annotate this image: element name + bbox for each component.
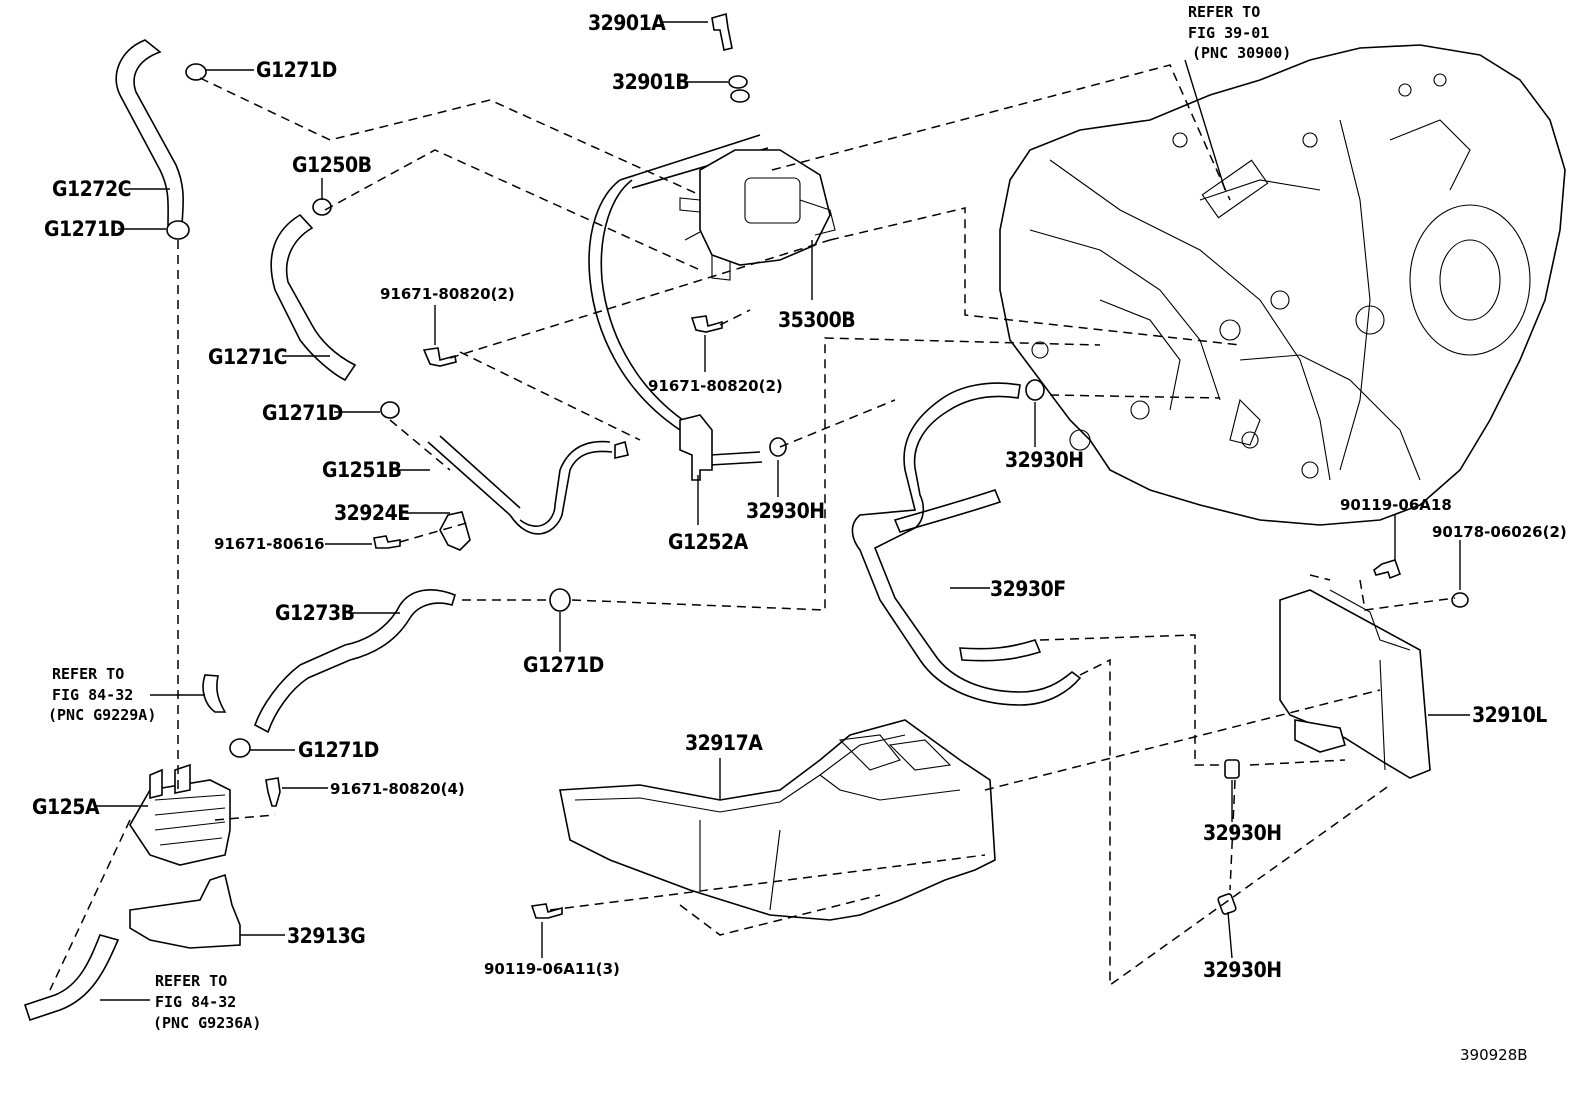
- bolt-90119-06A11: [530, 903, 563, 919]
- hose-g125a-left: [202, 674, 227, 713]
- label-G1273B: G1273B: [275, 601, 355, 625]
- clamp-32930h-1: [1025, 379, 1045, 401]
- clamp-g1271d-4: [549, 588, 571, 612]
- label-32930H-2: 32930H: [746, 499, 825, 523]
- ref-top-right-line3: (PNC 30900): [1192, 44, 1291, 62]
- ref-left-mid-line2: FIG 84-32: [52, 686, 133, 704]
- label-32930H-4: 32930H: [1203, 958, 1282, 982]
- label-90178-06026-2: 90178-06026(2): [1432, 523, 1567, 541]
- bolt-91671-80616: [373, 535, 401, 549]
- clamp-32930h-4: [1217, 893, 1237, 915]
- bolt-91671-80820-b: [690, 315, 723, 333]
- tube-g1252a-right: [709, 451, 763, 466]
- label-G1252A: G1252A: [668, 530, 749, 554]
- nut-90178-06026: [1451, 592, 1469, 608]
- clip-32924e: [439, 511, 471, 551]
- clamp-g1271d-1: [185, 63, 207, 81]
- label-G1251B: G1251B: [322, 458, 402, 482]
- bolt-90119-06A18: [1373, 559, 1402, 580]
- label-32910L: 32910L: [1472, 703, 1547, 727]
- air-duct-32917a: [559, 719, 996, 921]
- tube-g1251b: [427, 435, 521, 516]
- ref-left-bottom-line3: (PNC G9236A): [153, 1014, 261, 1032]
- label-G1272C: G1272C: [52, 177, 131, 201]
- label-32913G: 32913G: [287, 924, 365, 948]
- guard-32910l: [1279, 589, 1431, 779]
- clamp-g1271d-5: [229, 738, 251, 758]
- label-90119-06A18: 90119-06A18: [1340, 496, 1452, 514]
- label-90119-06A11-3: 90119-06A11(3): [484, 960, 620, 978]
- ref-top-right-line1: REFER TO: [1188, 3, 1260, 21]
- label-32917A: 32917A: [685, 731, 763, 755]
- hose-g1273b: [254, 589, 456, 734]
- label-91671-80616: 91671-80616: [214, 535, 325, 553]
- washer-32901b: [728, 75, 750, 103]
- transaxle-assembly: [999, 44, 1566, 526]
- label-35300B: 35300B: [778, 308, 855, 332]
- label-91671-80820-2a: 91671-80820(2): [380, 285, 515, 303]
- clamp-32930h-3: [1224, 759, 1240, 779]
- label-32901A: 32901A: [588, 11, 666, 35]
- clamp-g1250b: [312, 198, 332, 216]
- label-G1271D-4: G1271D: [523, 653, 604, 677]
- bolt-32901a: [711, 12, 733, 51]
- label-G1271D-1: G1271D: [256, 58, 337, 82]
- clamp-32930h-2: [769, 437, 787, 457]
- bracket-32913g: [129, 873, 241, 949]
- ref-left-bottom-line2: FIG 84-32: [155, 993, 236, 1011]
- ref-top-right-line2: FIG 39-01: [1188, 24, 1269, 42]
- label-32930H-1: 32930H: [1005, 448, 1084, 472]
- label-32924E: 32924E: [334, 501, 410, 525]
- clamp-g1271d-2: [166, 220, 190, 240]
- figure-id: 390928B: [1460, 1046, 1528, 1064]
- tube-35300b-loop: [588, 179, 691, 460]
- hose-g1271c: [270, 213, 357, 382]
- label-32930F: 32930F: [990, 577, 1066, 601]
- label-G1250B: G1250B: [292, 153, 372, 177]
- label-91671-80820-4: 91671-80820(4): [330, 780, 465, 798]
- ref-left-bottom-line1: REFER TO: [155, 972, 227, 990]
- label-32901B: 32901B: [612, 70, 689, 94]
- hose-bottom-left: [23, 934, 120, 1022]
- tube-ecu-loop: [509, 440, 613, 535]
- bolt-91671-80820-a: [422, 347, 457, 367]
- leader-lines: [96, 21, 1470, 1001]
- clamp-g1271d-3: [380, 401, 400, 419]
- label-G1271D-2: G1271D: [44, 217, 125, 241]
- bracket-g1252a: [679, 414, 713, 481]
- bolt-91671-80820-4: [265, 777, 281, 807]
- label-G1271D-3: G1271D: [262, 401, 343, 425]
- ref-left-mid-line3: (PNC G9229A): [48, 706, 156, 724]
- hose-32930f: [851, 382, 1082, 706]
- ref-left-mid-line1: REFER TO: [52, 665, 124, 683]
- hose-32930f-branch: [893, 489, 1042, 662]
- label-91671-80820-2b: 91671-80820(2): [648, 377, 783, 395]
- guide-lines: [49, 64, 1456, 991]
- label-G1271D-5: G1271D: [298, 738, 379, 762]
- labels: 32901A 32901B G1271D G1272C G1271D G1250…: [32, 3, 1567, 1064]
- label-32930H-3: 32930H: [1203, 821, 1282, 845]
- label-G125A: G125A: [32, 795, 100, 819]
- oil-cooler-g125a: [129, 763, 231, 866]
- label-G1271C: G1271C: [208, 345, 287, 369]
